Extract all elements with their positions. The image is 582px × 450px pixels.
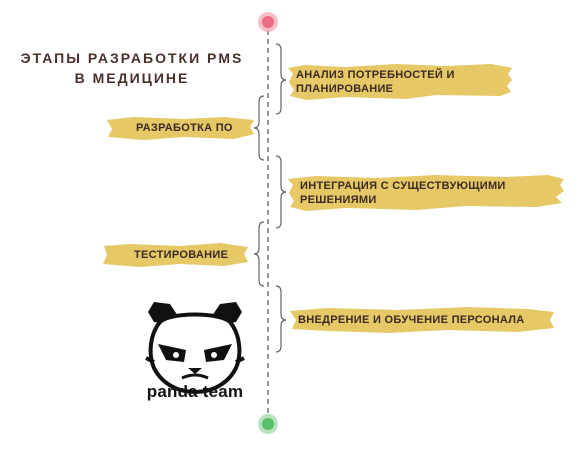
stage-1-bracket (275, 43, 287, 115)
brush-stroke-5 (290, 307, 554, 333)
brush-stroke-2 (107, 117, 254, 140)
stage-3-bracket (275, 155, 287, 229)
stage-3: ИНТЕГРАЦИЯ С СУЩЕСТВУЮЩИМИ РЕШЕНИЯМИ (286, 173, 566, 213)
brush-stroke-3 (288, 175, 564, 211)
stage-5: ВНЕДРЕНИЕ И ОБУЧЕНИЕ ПЕРСОНАЛА (288, 306, 556, 334)
panda-logo-icon (145, 302, 245, 395)
diagram-title-line1: ЭТАПЫ РАЗРАБОТКИ PMS (20, 50, 244, 66)
stage-2-bracket (253, 95, 265, 161)
stage-2: РАЗРАБОТКА ПО (104, 115, 256, 141)
brush-stroke-4 (103, 243, 248, 267)
stage-4: ТЕСТИРОВАНИЕ (100, 242, 250, 268)
timeline-start-dot (258, 12, 278, 32)
stage-1-label-line2: ПЛАНИРОВАНИЕ (296, 83, 394, 95)
stage-2-label: РАЗРАБОТКА ПО (136, 122, 233, 134)
stage-1: АНАЛИЗ ПОТРЕБНОСТЕЙ И ПЛАНИРОВАНИЕ (286, 62, 514, 102)
brush-stroke-1 (288, 64, 512, 100)
stage-5-bracket (275, 285, 287, 353)
stage-4-label: ТЕСТИРОВАНИЕ (134, 249, 229, 261)
stage-4-bracket (253, 221, 265, 287)
diagram-title-line2: В МЕДИЦИНЕ (74, 70, 190, 86)
stage-1-label-line1: АНАЛИЗ ПОТРЕБНОСТЕЙ И (296, 69, 455, 81)
panda-logo-text: panda team (146, 382, 244, 401)
stage-3-label-line1: ИНТЕГРАЦИЯ С СУЩЕСТВУЮЩИМИ (300, 180, 506, 192)
timeline-end-dot (258, 414, 278, 434)
stage-5-label: ВНЕДРЕНИЕ И ОБУЧЕНИЕ ПЕРСОНАЛА (298, 314, 525, 326)
diagram-title: ЭТАПЫ РАЗРАБОТКИ PMS В МЕДИЦИНЕ (12, 48, 252, 88)
stage-3-label-line2: РЕШЕНИЯМИ (300, 194, 377, 206)
